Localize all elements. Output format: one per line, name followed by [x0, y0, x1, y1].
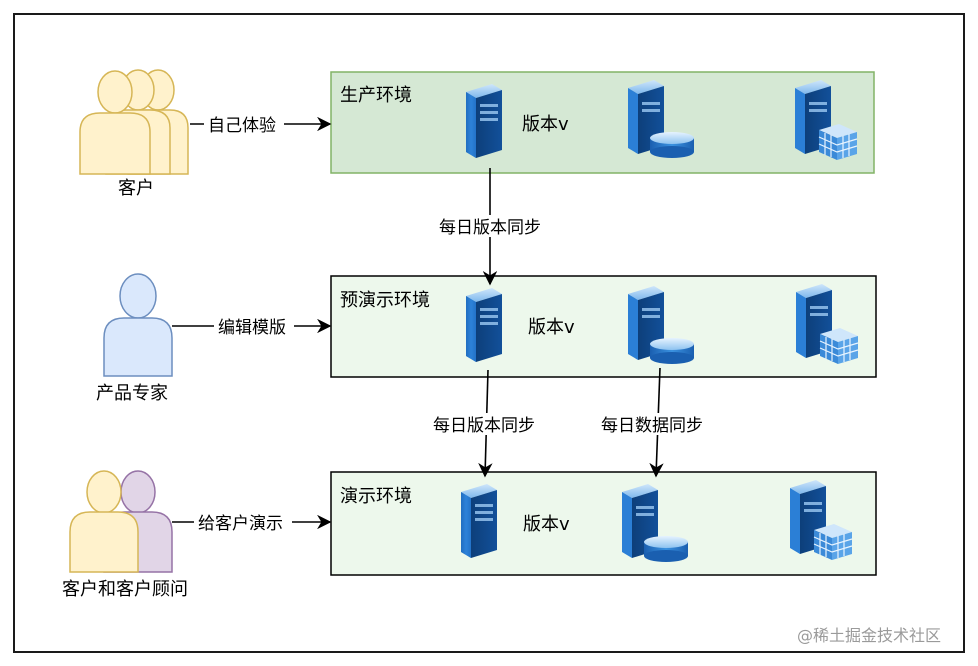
edge-sync-pre-to-demo-data: 每日数据同步 [598, 367, 714, 478]
edge-sync-pre-to-demo-version: 每日版本同步 [430, 369, 544, 478]
web-server-icon [466, 288, 502, 362]
web-server-icon [461, 484, 497, 558]
environment-box-production [330, 71, 875, 174]
version-label-demo: 版本v [523, 514, 570, 535]
environment-production: 生产环境 版本v [330, 71, 875, 174]
actor-label-customer: 客户 [118, 178, 154, 199]
watermark: @稀土掘金技术社区 [797, 626, 941, 645]
database-server-icon [622, 484, 688, 562]
environment-title-demo: 演示环境 [340, 486, 412, 507]
edge-sync-prod-to-pre: 每日版本同步 [436, 168, 550, 286]
database-server-icon [628, 286, 694, 364]
environment-demo: 演示环境 版本v [330, 471, 877, 576]
edge-consultant-to-demo: 给客户演示 [172, 511, 332, 534]
environment-title-pre-demo: 预演示环境 [340, 290, 430, 311]
actor-label-product-expert: 产品专家 [96, 383, 168, 404]
user-group-icon [79, 69, 189, 175]
version-label-production: 版本v [522, 114, 569, 135]
edge-label-self-experience: 自己体验 [208, 116, 276, 136]
database-server-icon [628, 80, 694, 158]
actor-label-customer-and-consultant: 客户和客户顾问 [62, 579, 188, 600]
environment-box-pre-demo [330, 275, 877, 378]
environment-box-demo [330, 471, 877, 576]
storage-server-icon [790, 480, 853, 560]
edge-label-demo-to-customer: 给客户演示 [198, 514, 283, 534]
storage-server-icon [796, 284, 859, 364]
edge-label-daily-version-sync-1: 每日版本同步 [439, 218, 541, 238]
user-group-icon [69, 470, 173, 573]
user-icon [103, 273, 173, 377]
edge-label-daily-version-sync-2: 每日版本同步 [433, 416, 535, 436]
environment-pre-demo: 预演示环境 版本v [330, 275, 877, 378]
edge-customer-to-production: 自己体验 [190, 113, 332, 136]
actor-customer: 客户 [79, 69, 189, 199]
actor-customer-and-consultant: 客户和客户顾问 [62, 470, 188, 600]
edge-label-edit-template: 编辑模版 [218, 318, 286, 338]
edge-expert-to-pre-demo: 编辑模版 [172, 315, 332, 338]
edge-label-daily-data-sync: 每日数据同步 [601, 416, 703, 436]
web-server-icon [466, 84, 502, 158]
environment-title-production: 生产环境 [340, 85, 412, 106]
actor-product-expert: 产品专家 [96, 273, 173, 404]
version-label-pre-demo: 版本v [528, 317, 575, 338]
storage-server-icon [795, 80, 858, 160]
outer-frame [13, 13, 965, 653]
